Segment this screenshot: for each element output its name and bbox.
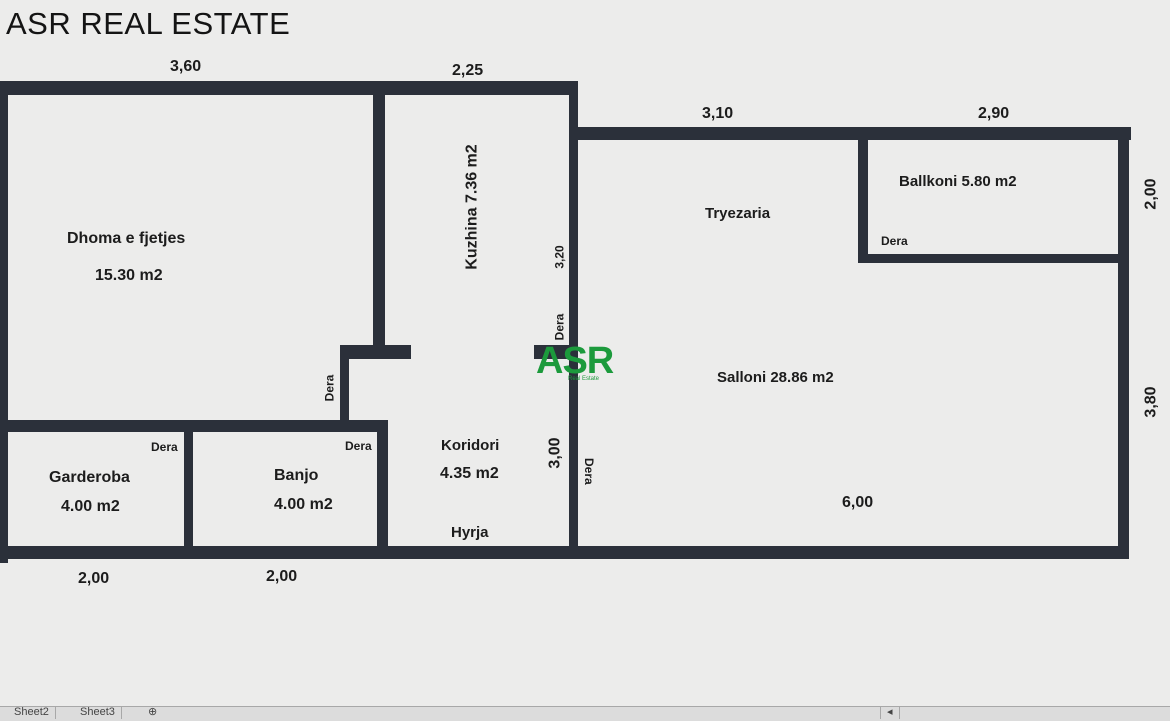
- room-balcony-label: Ballkoni 5.80 m2: [899, 173, 1017, 190]
- room-dining-name: Tryezaria: [705, 205, 771, 222]
- room-garderoba-name: Garderoba: [49, 469, 130, 486]
- door-label-garderoba: Dera: [151, 440, 178, 454]
- wall-stub: [340, 345, 411, 359]
- room-corridor-name: Koridori: [441, 437, 500, 454]
- wall-bottom: [0, 546, 1129, 559]
- wall-left: [0, 81, 8, 563]
- new-sheet-icon[interactable]: ⊕: [148, 706, 158, 718]
- wall-kitchen-right: [569, 81, 578, 553]
- wall-door-stub: [534, 345, 578, 359]
- dim-living-inner: 6,00: [842, 494, 874, 511]
- dim-right-balcony: 2,00: [1142, 178, 1160, 210]
- room-bedroom-area: 15.30 m2: [95, 267, 163, 284]
- wall-top-left: [0, 81, 578, 95]
- door-label-living: Dera: [582, 458, 596, 485]
- wall-balcony-left: [858, 127, 868, 262]
- dim-kitchen-inner: 3,20: [552, 245, 567, 269]
- dim-right-living: 3,80: [1142, 386, 1160, 418]
- sheet-tab-3[interactable]: Sheet3: [74, 706, 122, 719]
- wall-bedroom-bottom: [0, 420, 388, 432]
- wall-right: [1118, 127, 1129, 557]
- wall-top-right: [569, 127, 1131, 140]
- wall-bedroom-corridor: [340, 345, 349, 427]
- door-label-banjo: Dera: [345, 439, 372, 453]
- room-kitchen-label: Kuzhina 7.36 m2: [463, 144, 481, 270]
- room-banjo-name: Banjo: [274, 467, 319, 484]
- door-label-balcony: Dera: [881, 234, 908, 248]
- asr-logo: ASR: [536, 340, 614, 382]
- room-living-label: Salloni 28.86 m2: [717, 369, 834, 386]
- asr-logo-subtext: Real Estate: [568, 376, 600, 382]
- wall-banjo-corridor: [377, 420, 388, 555]
- room-garderoba-area: 4.00 m2: [61, 498, 120, 515]
- room-entrance-name: Hyrja: [451, 524, 489, 541]
- dim-corridor-inner: 3,00: [546, 437, 564, 469]
- wall-bedroom-kitchen: [373, 81, 385, 354]
- page-title: ASR REAL ESTATE: [6, 6, 291, 41]
- dim-top-dining: 3,10: [702, 105, 734, 122]
- door-label-bedroom: Dera: [322, 374, 337, 402]
- dim-bottom-banjo: 2,00: [266, 568, 298, 585]
- sheet-tab-bar: [0, 706, 1170, 721]
- dim-top-bedroom: 3,60: [170, 58, 202, 75]
- room-bedroom-name: Dhoma e fjetjes: [67, 230, 186, 247]
- wall-garderoba-banjo: [184, 420, 193, 555]
- dim-top-kitchen: 2,25: [452, 62, 484, 79]
- wall-balcony-bottom: [858, 254, 1129, 263]
- room-corridor-area: 4.35 m2: [440, 465, 499, 482]
- door-label-kitchen: Dera: [552, 313, 567, 341]
- scroll-left-icon[interactable]: ◂: [880, 706, 900, 719]
- dim-top-balcony: 2,90: [978, 105, 1010, 122]
- room-banjo-area: 4.00 m2: [274, 496, 333, 513]
- dim-bottom-garderoba: 2,00: [78, 570, 110, 587]
- sheet-tab-2[interactable]: Sheet2: [8, 706, 56, 719]
